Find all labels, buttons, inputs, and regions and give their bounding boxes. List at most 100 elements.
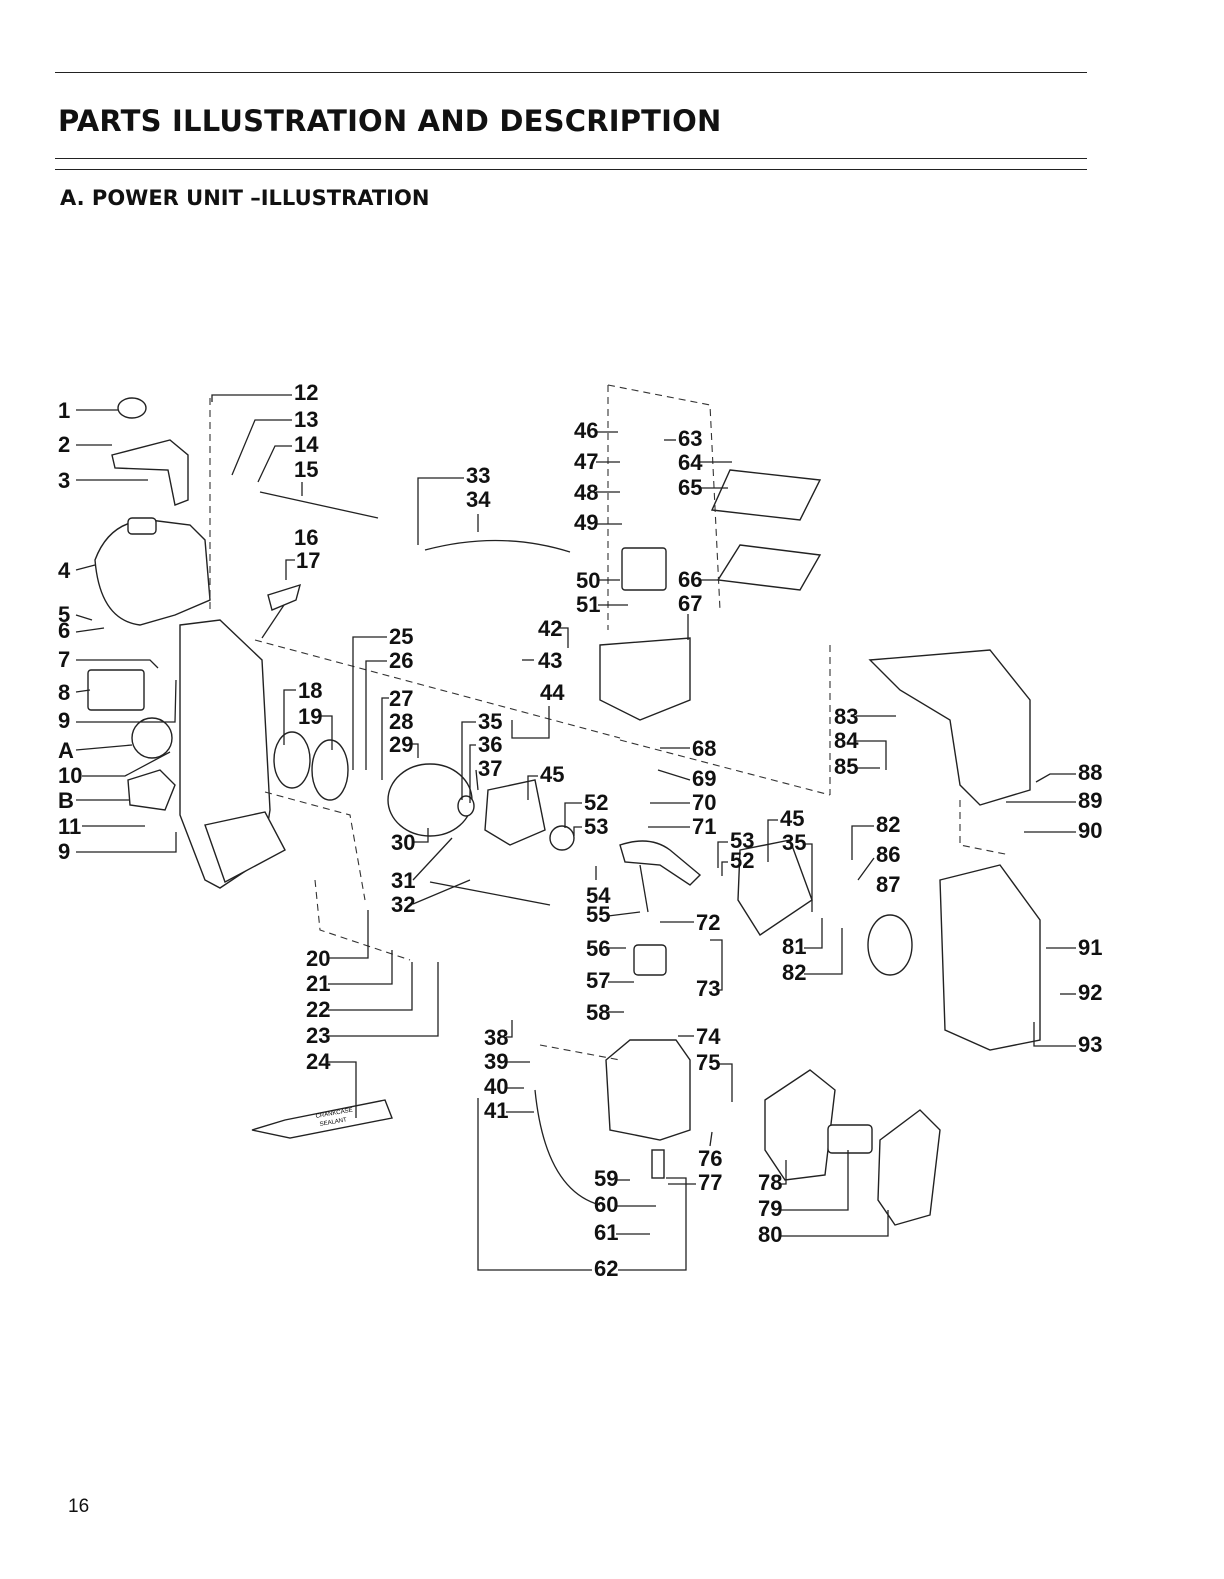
callout-label-27: 27 — [389, 686, 413, 711]
callout-label-75: 75 — [696, 1050, 720, 1075]
leader-line-19 — [318, 715, 333, 750]
leader-line-33 — [417, 477, 464, 545]
callout-label-32: 32 — [391, 892, 415, 917]
callout-label-41: 41 — [484, 1098, 508, 1123]
assembly-line — [607, 384, 721, 611]
leader-line-52b — [721, 861, 728, 876]
callout-label-8: 8 — [58, 680, 70, 705]
callout-label-44: 44 — [540, 680, 565, 705]
assembly-line — [314, 879, 411, 961]
leader-line-24 — [328, 1061, 357, 1118]
callout-label-12: 12 — [294, 380, 318, 405]
callout-label-77: 77 — [698, 1170, 722, 1195]
filter-block-drawing — [87, 669, 145, 711]
callout-label-33: 33 — [466, 463, 490, 488]
part-drawings — [87, 397, 1041, 1226]
connecting-rod-drawing — [639, 864, 649, 913]
callout-label-14: 14 — [294, 432, 319, 457]
shaft-drawing — [429, 881, 551, 906]
muffler-screen-drawing — [827, 1124, 873, 1154]
leader-line-18 — [283, 689, 296, 745]
leader-line-93 — [1033, 1022, 1076, 1047]
callout-label-35a: 35 — [478, 709, 502, 734]
callout-label-54: 54 — [586, 883, 611, 908]
leader-line-62 — [477, 1098, 687, 1271]
muffler-shield-drawing — [764, 1069, 836, 1181]
callout-label-87: 87 — [876, 872, 900, 897]
callout-label-26: 26 — [389, 648, 413, 673]
crankcase-right-drawing — [737, 839, 813, 936]
leader-line-31 — [412, 837, 453, 881]
leader-line-53a — [573, 826, 582, 836]
leader-line-73 — [710, 939, 723, 991]
assembly-line — [959, 800, 1011, 856]
callout-labels: 123456789A10B119121314151617181920212223… — [58, 380, 1102, 1281]
callout-label-70: 70 — [692, 790, 716, 815]
shaft-tube-drawing — [868, 649, 1031, 806]
callout-label-50: 50 — [576, 568, 600, 593]
disc-a-drawing — [131, 717, 173, 759]
callout-label-49: 49 — [574, 510, 598, 535]
callout-label-55: 55 — [586, 902, 610, 927]
leader-line-42 — [560, 627, 569, 648]
leader-line-75 — [718, 1063, 733, 1102]
leader-line-80 — [780, 1210, 889, 1237]
callout-label-82b: 82 — [782, 960, 806, 985]
callout-label-11: 11 — [58, 814, 81, 839]
leader-line-23 — [328, 962, 439, 1037]
callout-label-68: 68 — [692, 736, 716, 761]
leader-line-35b — [804, 843, 813, 912]
leader-line-17 — [285, 559, 295, 580]
cylinder-drawing — [605, 1039, 691, 1141]
callout-label-34: 34 — [466, 487, 491, 512]
air-box-drawing — [599, 637, 691, 721]
page-number: 16 — [68, 1496, 90, 1517]
callout-label-52b: 52 — [730, 848, 754, 873]
callout-label-65: 65 — [678, 475, 702, 500]
leader-line-53b — [717, 841, 728, 868]
leader-line-44 — [511, 706, 550, 739]
assembly-line — [539, 1044, 621, 1061]
callout-label-43: 43 — [538, 648, 562, 673]
callout-label-71: 71 — [692, 814, 716, 839]
leader-line-8 — [75, 689, 91, 693]
sealant-tube-drawing — [251, 1099, 393, 1139]
callout-label-38: 38 — [484, 1025, 508, 1050]
callout-label-59: 59 — [594, 1166, 618, 1191]
callout-label-79: 79 — [758, 1196, 782, 1221]
callout-label-48: 48 — [574, 480, 598, 505]
callout-label-29: 29 — [389, 732, 413, 757]
leader-line-82a — [851, 825, 874, 860]
callout-label-13: 13 — [294, 407, 318, 432]
callout-label-89: 89 — [1078, 788, 1102, 813]
callout-label-85: 85 — [834, 754, 858, 779]
callout-label-22: 22 — [306, 997, 330, 1022]
leader-line-22 — [328, 962, 413, 1011]
callout-label-28: 28 — [389, 709, 413, 734]
callout-label-19: 19 — [298, 704, 322, 729]
leader-line-36 — [469, 744, 476, 803]
callout-label-16: 16 — [294, 525, 318, 550]
callout-label-6: 6 — [58, 618, 70, 643]
plate-b-drawing — [127, 769, 176, 811]
tank-cap-drawing — [117, 397, 147, 419]
tank-bracket-drawing — [111, 439, 189, 506]
leader-line-35a — [461, 721, 476, 800]
callout-label-80: 80 — [758, 1222, 782, 1247]
bearing-left-drawing — [549, 825, 575, 851]
leader-line-86 — [857, 857, 875, 881]
double-rule-upper — [55, 158, 1087, 159]
callout-label-93: 93 — [1078, 1032, 1102, 1057]
callout-label-1: 1 — [58, 398, 70, 423]
callout-label-36: 36 — [478, 732, 502, 757]
callout-label-30: 30 — [391, 830, 415, 855]
muffler-body-drawing — [877, 1109, 941, 1226]
leader-line-27 — [381, 697, 389, 780]
seal-drawing — [457, 795, 475, 817]
assembly-lines — [209, 384, 1011, 1061]
leader-line-12 — [211, 394, 292, 402]
sealant-label-line2: SEALANT — [319, 1117, 347, 1128]
pulley-drawing — [273, 731, 311, 789]
assembly-line — [619, 739, 831, 796]
